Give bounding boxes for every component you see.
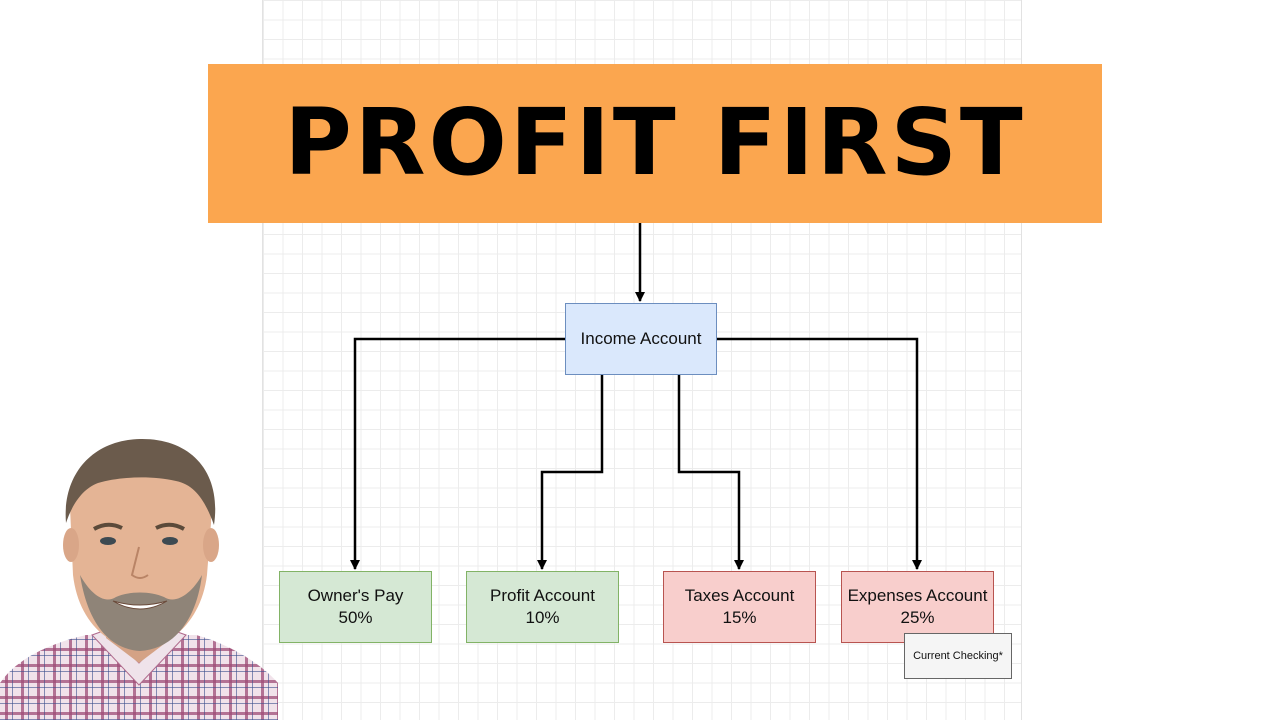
- connector-income-to-profit: [537, 375, 604, 570]
- current-checking-label: Current Checking*: [913, 650, 1003, 662]
- face: [70, 443, 212, 649]
- income-account-node: Income Account: [565, 303, 717, 375]
- connector-income-to-owners-pay: [350, 337, 565, 570]
- profit-account-label: Profit Account: [490, 586, 595, 605]
- left-ear: [63, 528, 79, 562]
- current-checking-note: Current Checking*: [904, 633, 1012, 679]
- right-ear: [203, 528, 219, 562]
- income-account-label: Income Account: [580, 329, 702, 348]
- nose: [130, 546, 149, 579]
- presenter-photo: [0, 438, 278, 720]
- beard: [80, 575, 202, 651]
- left-eye: [100, 537, 116, 545]
- owners-pay-label: Owner's Pay: [307, 586, 404, 605]
- left-eyebrow: [93, 522, 123, 531]
- expenses-account-percent: 25%: [900, 608, 935, 627]
- right-eyebrow: [155, 522, 185, 531]
- right-eye: [162, 537, 178, 545]
- expenses-account-node: Expenses Account 25%: [841, 571, 994, 643]
- banner-title: PROFIT FIRST: [284, 89, 1026, 196]
- hair: [65, 438, 216, 525]
- expenses-account-label: Expenses Account: [847, 586, 988, 605]
- connector-income-to-expenses: [717, 337, 922, 570]
- mouth: [112, 600, 168, 610]
- profit-account-node: Profit Account 10%: [466, 571, 619, 643]
- title-banner: PROFIT FIRST: [208, 64, 1102, 223]
- taxes-account-label: Taxes Account: [684, 586, 795, 605]
- taxes-account-node: Taxes Account 15%: [663, 571, 816, 643]
- profit-account-percent: 10%: [525, 608, 560, 627]
- owners-pay-node: Owner's Pay 50%: [279, 571, 432, 643]
- owners-pay-percent: 50%: [338, 608, 373, 627]
- connector-income-to-taxes: [677, 375, 744, 570]
- taxes-account-percent: 15%: [722, 608, 757, 627]
